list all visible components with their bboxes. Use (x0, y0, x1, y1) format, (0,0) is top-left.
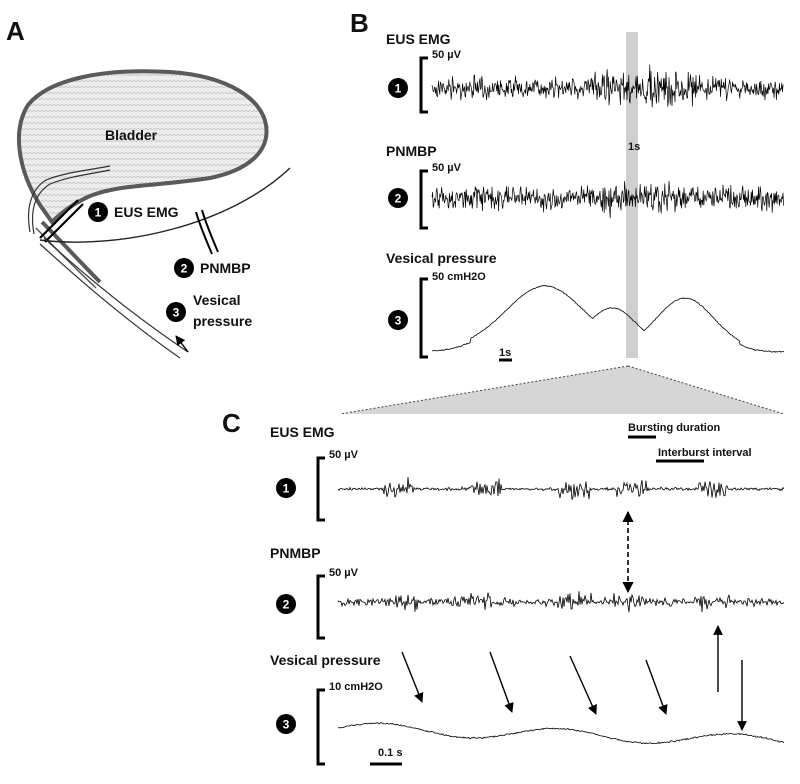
bladder-shape (16, 69, 269, 226)
zoom-wedge-right-edge (627, 365, 785, 415)
bladder-label: Bladder (105, 127, 158, 143)
c-pressure-trace (337, 722, 785, 745)
panel-c-letter: C (222, 408, 241, 438)
b-scalebar-3 (419, 277, 428, 359)
b-pressure-trace (431, 285, 785, 353)
c-trace-3-scale: 10 cmH2O (329, 681, 383, 693)
pressure-catheter-1 (43, 237, 189, 353)
badge-a-2 (174, 258, 194, 278)
bursting-duration-label: Bursting duration (628, 422, 721, 434)
badge-a-3 (166, 302, 186, 322)
b-trace-2-scale: 50 µV (432, 162, 462, 174)
zoom-wedge (340, 366, 784, 414)
down-arrow-2 (489, 651, 514, 713)
electrode-2-label: PNMBP (200, 260, 251, 276)
zoom-wedge-left-edge (339, 365, 629, 415)
b-scalebar-2 (419, 169, 428, 230)
urethra-inner (35, 227, 97, 289)
pressure-catheter-2 (39, 243, 181, 359)
flow-arrow (175, 335, 189, 353)
catheter-upper-b (31, 169, 111, 235)
b-time-scale-label: 1s (499, 347, 511, 359)
c-trace-1-title: EUS EMG (270, 424, 335, 440)
emg-wire-1 (39, 199, 79, 239)
c-badge-3 (276, 714, 296, 734)
c-time-scale-label: 0.1 s (378, 747, 402, 759)
c-badge-3-num: 3 (283, 718, 290, 732)
c-trace-3-title: Vesical pressure (270, 652, 381, 668)
down-arrow-4 (645, 659, 668, 715)
c-emg-trace (337, 476, 785, 500)
b-scalebar-1 (419, 56, 428, 114)
panel-a-letter: A (6, 16, 25, 46)
b-badge-2-num: 2 (395, 192, 402, 206)
b-pnmbp-trace (431, 180, 784, 219)
c-scalebar-2 (316, 574, 325, 640)
pnmbp-wire-2 (201, 209, 219, 253)
c-scalebar-3 (316, 688, 325, 766)
b-badge-1-num: 1 (395, 82, 402, 96)
body-wall-line (39, 167, 291, 243)
b-trace-2-title: PNMBP (386, 143, 437, 159)
c-scalebar-1 (316, 456, 325, 522)
c-badge-2-num: 2 (283, 598, 290, 612)
badge-a-2-num: 2 (181, 262, 188, 276)
c-trace-2-scale: 50 µV (329, 567, 359, 579)
b-badge-3 (388, 310, 408, 330)
down-arrow-3 (569, 655, 597, 715)
badge-a-1-num: 1 (95, 206, 102, 220)
badge-a-1 (88, 202, 108, 222)
emg-wire-2 (44, 203, 84, 243)
panel-b: B EUS EMG 50 µV 1 PNMBP 50 µV 1s 2 Vesic… (350, 8, 785, 362)
catheter-upper-a (27, 165, 111, 233)
badge-a-3-num: 3 (173, 306, 180, 320)
c-badge-1 (276, 478, 296, 498)
b-trace-1-title: EUS EMG (386, 31, 451, 47)
interburst-interval-label: Interburst interval (658, 447, 752, 459)
b-highlight-label: 1s (628, 141, 640, 153)
b-emg-trace (431, 64, 784, 108)
panel-b-letter: B (350, 8, 369, 38)
b-trace-3-scale: 50 cmH2O (432, 271, 486, 283)
b-badge-3-num: 3 (395, 314, 402, 328)
urethra (40, 220, 102, 284)
electrode-3-label-line2: pressure (193, 313, 252, 329)
c-trace-2-title: PNMBP (270, 545, 321, 561)
c-badge-1-num: 1 (283, 482, 290, 496)
b-badge-2 (388, 188, 408, 208)
electrode-3-label-line1: Vesical (193, 292, 241, 308)
c-badge-2 (276, 594, 296, 614)
b-trace-1-scale: 50 µV (432, 49, 462, 61)
panel-c: C EUS EMG Bursting duration Interburst i… (222, 408, 785, 766)
electrode-1-label: EUS EMG (114, 204, 179, 220)
b-badge-1 (388, 78, 408, 98)
c-pnmbp-trace (337, 591, 785, 613)
c-trace-1-scale: 50 µV (329, 449, 359, 461)
b-trace-3-title: Vesical pressure (386, 250, 497, 266)
pnmbp-wire-1 (195, 211, 213, 255)
panel-a: A Bladder 1 EUS EMG 2 PNMBP 3 Vesical (6, 16, 291, 359)
down-arrow-1 (401, 651, 424, 703)
